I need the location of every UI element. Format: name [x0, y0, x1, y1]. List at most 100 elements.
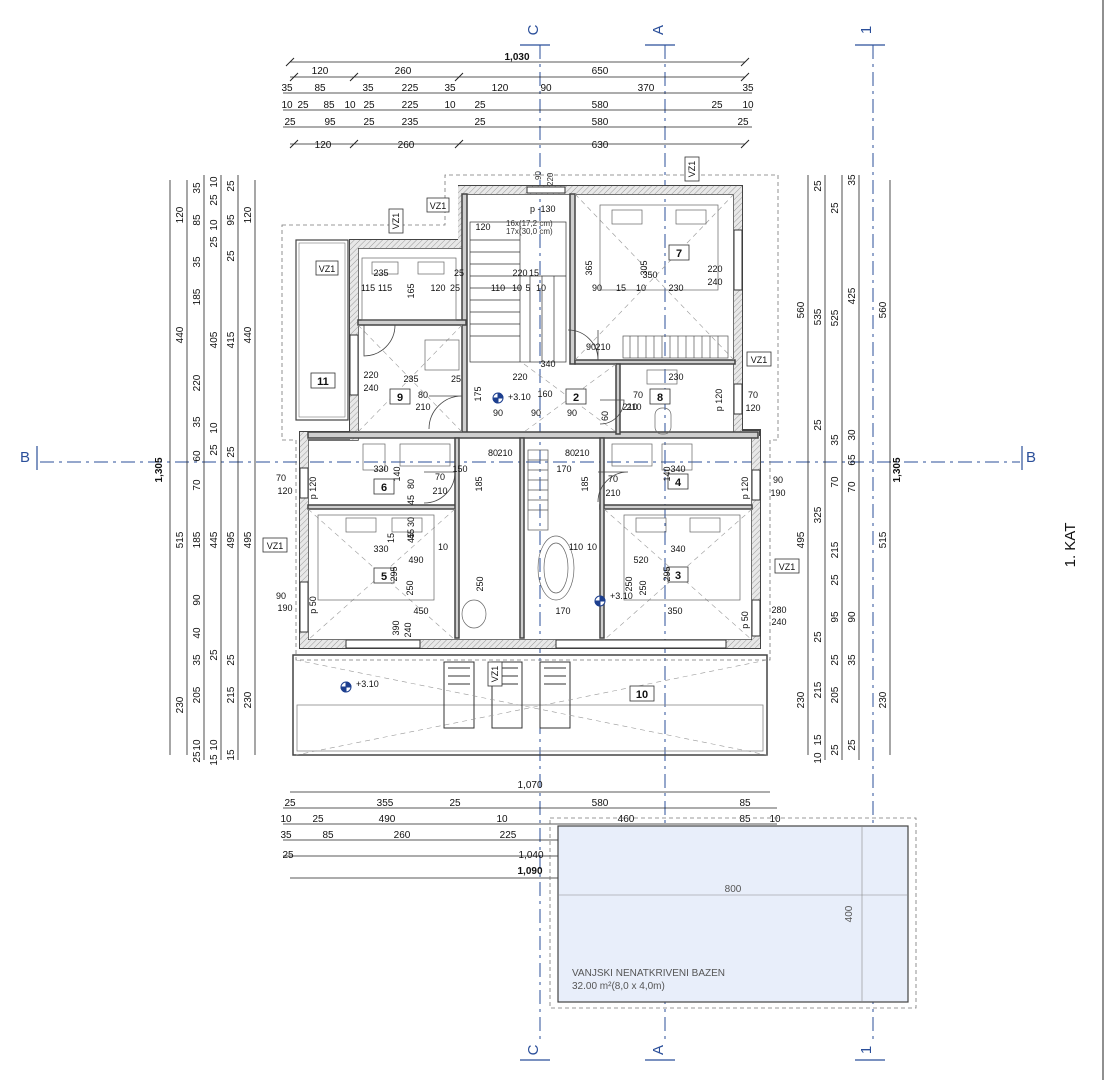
top-dim-value: 85	[323, 100, 335, 111]
left-dim-value: 10	[209, 176, 220, 188]
left-dim-value: 10	[209, 422, 220, 434]
bottom-dim-value: 25	[449, 798, 461, 809]
right-dimensions	[807, 175, 891, 760]
window-dimension: 70	[276, 473, 286, 483]
left-dim-value: 90	[192, 594, 203, 606]
bottom-dim-value: 85	[739, 798, 751, 809]
room-dimension: 25	[451, 374, 461, 384]
room-dimension: 90	[592, 283, 602, 293]
top-dim-value: 90	[540, 83, 552, 94]
top-window-height: 220	[546, 172, 555, 186]
top-dim-value: 630	[592, 140, 609, 151]
right-dim-value: 25	[830, 574, 841, 586]
stair-note-2: 17x(30,0 cm)	[506, 227, 553, 236]
room-dimension: 15	[616, 283, 626, 293]
right-dim-value: 30	[847, 429, 858, 441]
pool-name: VANJSKI NENATKRIVENI BAZEN	[572, 968, 725, 979]
bottom-dim-value: 85	[739, 814, 751, 825]
right-dim-value: 230	[878, 691, 889, 708]
room-number-6: 6	[381, 482, 387, 494]
door-swings	[363, 324, 629, 504]
room-dimension: 235	[373, 268, 388, 278]
room-dimension: 10	[438, 542, 448, 552]
top-dim-value: 580	[592, 100, 609, 111]
top-dim-value: 120	[312, 66, 329, 77]
door-dimension: 210	[574, 448, 589, 458]
room-dimension: 45	[406, 495, 416, 505]
door-dimension: 210	[415, 402, 430, 412]
room-dimension: 10	[636, 283, 646, 293]
room-dimension: 115	[361, 283, 375, 293]
door-dimension: 210	[595, 342, 610, 352]
room-dimension: 520	[633, 555, 648, 565]
room-dimension: 25	[450, 283, 460, 293]
top-dim-value: 260	[398, 140, 415, 151]
room-dimension: 350	[667, 606, 682, 616]
pool-depth: 400	[844, 905, 855, 922]
window-dimension: 120	[277, 486, 292, 496]
left-dim-value: 25	[209, 444, 220, 456]
room-dimension: 450	[413, 606, 428, 616]
bottom-dim-value: 460	[618, 814, 635, 825]
left-dim-value: 415	[226, 331, 237, 348]
interior-walls	[307, 193, 759, 639]
room-dimension: 230	[668, 372, 683, 382]
axis-label-c-bottom: C	[525, 1044, 542, 1055]
left-dim-value: 25	[192, 751, 203, 763]
left-dim-value: 15	[226, 749, 237, 761]
room-dimension: 185	[580, 476, 590, 491]
sill-height-mark: p 120	[308, 477, 318, 500]
left-dim-value: 25	[209, 194, 220, 206]
window-dimension: 190	[770, 488, 785, 498]
bottom-dim-value: 355	[377, 798, 394, 809]
right-dim-value: 535	[813, 308, 824, 325]
wall-tag-4: VZ1	[267, 541, 284, 551]
wall-tag-5: VZ1	[779, 562, 796, 572]
left-dim-value: 40	[192, 627, 203, 639]
room-dimension: 295	[389, 566, 399, 581]
room-dimension: 30	[406, 517, 416, 527]
room-dimension: 140	[662, 466, 672, 481]
room-dimension: 5	[525, 283, 530, 293]
room-dimension: 160	[537, 389, 552, 399]
top-dim-value: 85	[314, 83, 326, 94]
room-dimension: 220	[512, 372, 527, 382]
bottom-dim-value: 35	[280, 830, 292, 841]
balcony-room-11	[295, 239, 349, 421]
right-dim-value: 10	[813, 752, 824, 764]
room-dimension: 340	[540, 359, 555, 369]
axis-markers	[36, 44, 1023, 1061]
room-dimension: 170	[555, 606, 570, 616]
top-dim-value: 10	[444, 100, 456, 111]
left-dim-value: 185	[192, 288, 203, 305]
left-dim-value: 10	[209, 219, 220, 231]
bottom-dim-value: 25	[282, 850, 294, 861]
right-dim-value: 495	[796, 531, 807, 548]
top-dim-value: 120	[315, 140, 332, 151]
room-diagonals	[295, 193, 768, 756]
top-dim-value: 25	[363, 100, 375, 111]
room-dimension: 165	[406, 283, 416, 298]
room-dimension: 340	[670, 464, 685, 474]
right-dim-value: 25	[813, 180, 824, 192]
wardrobe-hatch	[527, 335, 729, 531]
top-dim-value: 95	[324, 117, 336, 128]
sill-height-mark: p 120	[714, 389, 724, 412]
room-dimension: 150	[452, 464, 467, 474]
room-dimension: 25	[454, 268, 464, 278]
room-dimension: 330	[373, 464, 388, 474]
window-dimension: 90	[276, 591, 286, 601]
bottom-dim-value: 25	[312, 814, 324, 825]
pool-width: 800	[725, 884, 742, 895]
stair-note-1: 16x(17,2 cm)	[506, 219, 553, 228]
room-dimension: 295	[662, 566, 672, 581]
door-dimension: 70	[633, 390, 643, 400]
right-dim-value: 25	[830, 202, 841, 214]
bottom-dim-value: 580	[592, 798, 609, 809]
bottom-dim-value: 1,040	[518, 850, 543, 861]
